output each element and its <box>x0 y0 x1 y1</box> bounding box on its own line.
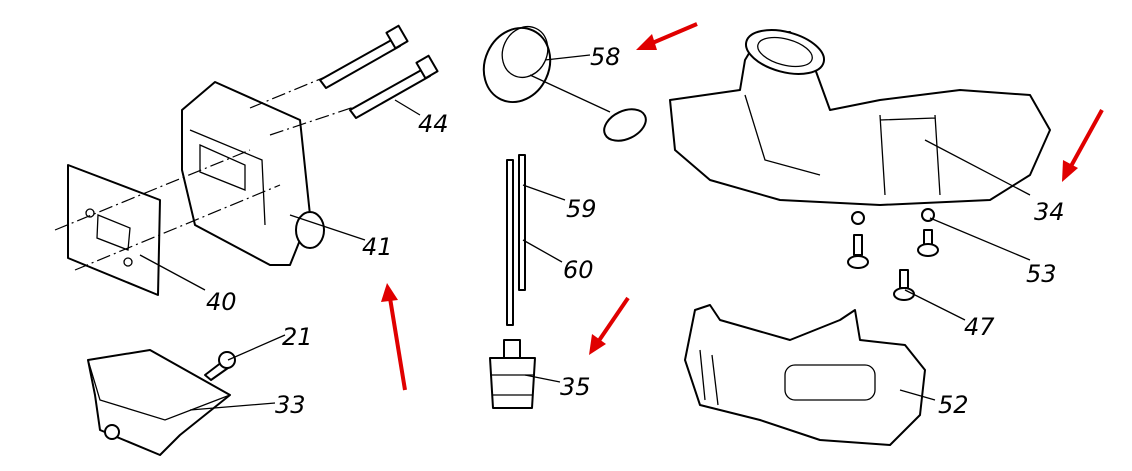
part-screw-21 <box>204 351 236 381</box>
part-muffler-41 <box>181 81 325 266</box>
part-fuel-lines-59-60 <box>506 154 526 326</box>
part-fuel-tank-34 <box>669 29 1051 206</box>
red-arrow-icon <box>381 283 407 391</box>
part-gasket-40 <box>67 164 161 296</box>
label-41: 41 <box>362 233 393 261</box>
label-33: 33 <box>275 391 306 419</box>
label-21: 21 <box>282 323 313 351</box>
part-fuel-filter-35 <box>489 339 536 409</box>
leader-lines <box>139 54 1031 411</box>
part-screws-47-53 <box>847 208 939 301</box>
red-arrow-icon <box>589 296 630 355</box>
label-40: 40 <box>206 288 237 316</box>
part-fuel-cap-58 <box>482 26 647 142</box>
label-59: 59 <box>566 195 597 223</box>
part-bolts-44 <box>319 24 439 119</box>
label-34: 34 <box>1034 198 1065 226</box>
part-labels: 58 44 59 34 41 60 53 40 47 21 35 33 52 <box>206 43 1065 419</box>
label-53: 53 <box>1026 260 1057 288</box>
label-35: 35 <box>560 373 591 401</box>
label-47: 47 <box>964 313 995 341</box>
label-58: 58 <box>590 43 621 71</box>
red-arrow-icon <box>636 22 698 50</box>
part-heat-shield-33 <box>87 349 231 456</box>
label-60: 60 <box>563 256 594 284</box>
label-52: 52 <box>938 391 969 419</box>
part-cover-52 <box>684 304 926 446</box>
red-arrows <box>381 22 1104 391</box>
label-44: 44 <box>418 110 449 138</box>
red-arrow-icon <box>1062 109 1104 182</box>
